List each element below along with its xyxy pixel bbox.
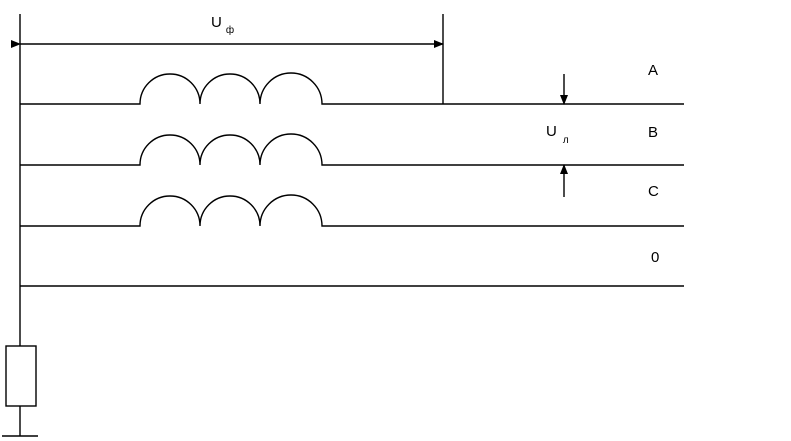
line-c-winding: [20, 194, 684, 227]
line-a-winding: [20, 72, 684, 105]
line-a-label: A: [648, 62, 658, 79]
neutral-label: 0: [651, 249, 659, 266]
line-b-winding: [20, 133, 684, 166]
line-voltage-label: Uл: [546, 123, 569, 146]
grounding-resistor: [5, 345, 37, 407]
line-b-label: B: [648, 124, 658, 141]
line-c-label: C: [648, 183, 659, 200]
